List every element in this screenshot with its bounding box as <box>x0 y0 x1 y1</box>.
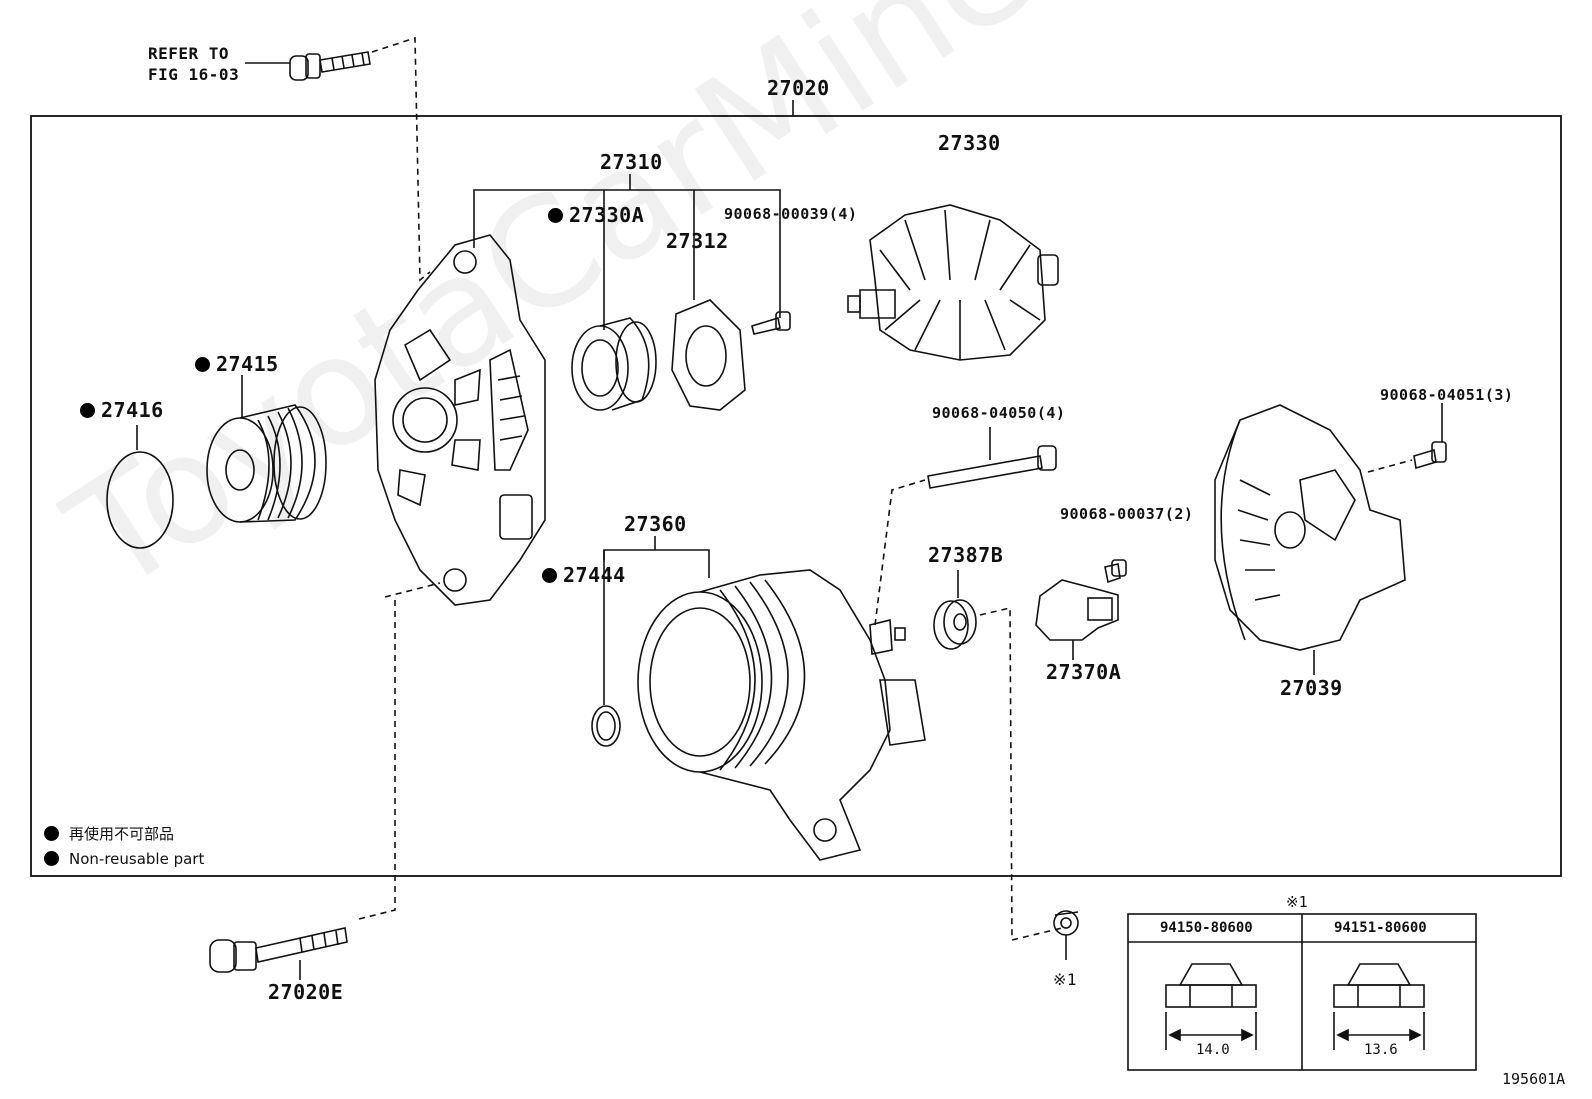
regulator-drawing <box>1035 579 1119 641</box>
part-label-90068-04050: 90068-04050(4) <box>932 404 1066 422</box>
part-label-27415: 27415 <box>195 352 279 376</box>
bearing-drawing <box>571 317 657 411</box>
o-ring-drawing <box>591 705 621 747</box>
nonreusable-dot-icon <box>195 357 210 372</box>
assembly-number: 27020 <box>767 76 830 100</box>
part-label-27310: 27310 <box>600 150 663 174</box>
screw-90068-00037-drawing <box>1104 559 1127 584</box>
part-label-27020E: 27020E <box>268 980 344 1004</box>
nut-table-part-1: 94150-80600 <box>1160 920 1253 936</box>
pulley-drawing <box>206 404 327 523</box>
part-label-90068-04051: 90068-04051(3) <box>1380 386 1514 404</box>
legend-item-japanese: 再使用不可部品 <box>44 823 174 844</box>
stator-housing-drawing <box>637 569 926 861</box>
nut-spec-table <box>1127 913 1477 1071</box>
part-label-27312: 27312 <box>666 229 729 253</box>
legend-item-english: Non-reusable part <box>44 850 204 868</box>
part-label-27360: 27360 <box>624 512 687 536</box>
part-label-27370A: 27370A <box>1046 660 1122 684</box>
nonreusable-dot-icon <box>44 826 59 841</box>
nut-table-title: ※1 <box>1286 893 1308 911</box>
refer-label-line1: REFER TO <box>148 44 230 63</box>
figure-code: 195601A <box>1502 1070 1566 1088</box>
nonreusable-dot-icon <box>542 568 557 583</box>
drive-end-frame-drawing <box>374 234 546 606</box>
cap-drawing <box>106 451 174 549</box>
long-bolt-drawing <box>927 445 1057 489</box>
part-label-27330A: 27330A <box>548 203 644 227</box>
rotor-drawing <box>847 204 1059 361</box>
nonreusable-dot-icon <box>548 208 563 223</box>
part-label-27039: 27039 <box>1280 676 1343 700</box>
nonreusable-dot-icon <box>44 851 59 866</box>
nut-table-dim-2: 13.6 <box>1364 1042 1398 1058</box>
refer-label-line2: FIG 16-03 <box>148 65 240 84</box>
part-label-27444: 27444 <box>542 563 626 587</box>
assembly-frame <box>30 115 1562 877</box>
screw-90068-04051-drawing <box>1413 441 1447 470</box>
nonreusable-dot-icon <box>80 403 95 418</box>
part-label-90068-00037: 90068-00037(2) <box>1060 505 1194 523</box>
nut-table-dim-1: 14.0 <box>1196 1042 1230 1058</box>
bottom-bolt-drawing <box>209 927 348 973</box>
screw-90068-00039-drawing <box>751 311 791 335</box>
retainer-plate-drawing <box>671 299 746 411</box>
refer-bolt-drawing <box>245 51 371 81</box>
nut-drawing <box>1053 910 1079 936</box>
part-label-90068-00039: 90068-00039(4) <box>724 205 858 223</box>
bushing-drawing <box>933 599 977 650</box>
note-ref-nut: ※1 <box>1053 970 1078 989</box>
nut-table-part-2: 94151-80600 <box>1334 920 1427 936</box>
part-label-27387B: 27387B <box>928 543 1004 567</box>
part-label-27330: 27330 <box>938 131 1001 155</box>
rear-cover-drawing <box>1214 404 1406 651</box>
part-label-27416: 27416 <box>80 398 164 422</box>
